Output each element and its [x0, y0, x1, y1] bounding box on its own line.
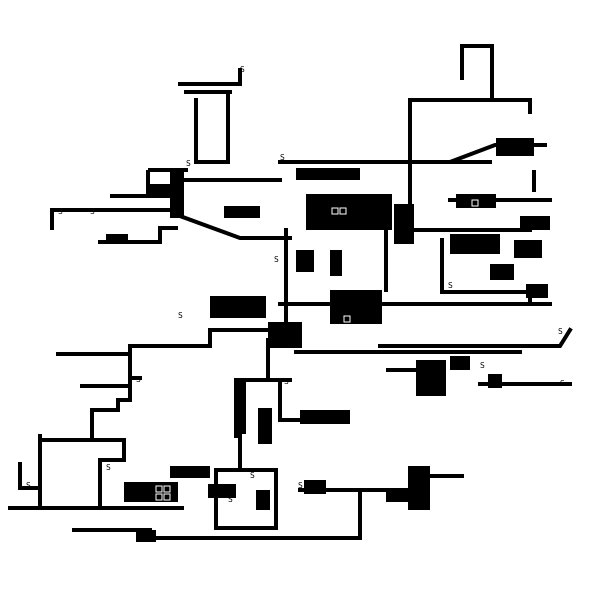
map-label: S [478, 193, 483, 202]
room [304, 480, 326, 494]
corridor [56, 328, 272, 356]
room [526, 284, 548, 298]
map-label: S [240, 65, 245, 74]
room [106, 234, 128, 244]
corridor [18, 462, 38, 490]
room [300, 410, 350, 424]
map-label: S [58, 207, 63, 216]
map-label: S [284, 377, 289, 386]
map-label: S [298, 481, 303, 490]
room-markers [155, 199, 479, 501]
corridor [214, 468, 278, 530]
map-label: S [250, 471, 255, 480]
marker [339, 207, 347, 215]
map-label: S [448, 281, 453, 290]
map-label: S [368, 223, 373, 232]
room [210, 296, 266, 318]
corridor [408, 98, 532, 114]
room [170, 466, 210, 478]
corridor [460, 44, 494, 102]
room [234, 378, 246, 434]
map-label: S [178, 311, 183, 320]
room [456, 194, 496, 208]
room [514, 240, 542, 258]
map-label: S [480, 361, 485, 370]
map-labels: S S S S S S S S S S S S S S S S S S S S [26, 65, 565, 504]
room [224, 206, 260, 218]
corridor [90, 352, 132, 442]
room [256, 490, 270, 510]
marker [343, 315, 351, 323]
room [306, 194, 392, 230]
room-blocks [106, 138, 550, 542]
corridor [194, 94, 230, 164]
room [520, 216, 550, 230]
map-label: S [274, 255, 279, 264]
room [208, 484, 236, 498]
room [450, 356, 470, 370]
map-label: S [90, 207, 95, 216]
marker [471, 199, 479, 207]
corridor [378, 327, 573, 348]
room [330, 290, 382, 324]
map-label: S [280, 153, 285, 162]
room [416, 360, 446, 396]
room [330, 250, 342, 276]
room [408, 466, 430, 510]
room [170, 168, 184, 218]
map-label: S [26, 481, 31, 490]
marker [163, 485, 171, 493]
map-label: S [186, 159, 191, 168]
marker [331, 207, 339, 215]
room [488, 374, 502, 388]
marker [155, 485, 163, 493]
room [490, 264, 514, 280]
room [394, 204, 414, 244]
room [450, 234, 500, 254]
map-label: S [136, 375, 141, 384]
room [150, 184, 170, 196]
room [496, 138, 534, 156]
map-label: S [228, 495, 233, 504]
marker [163, 493, 171, 501]
room [296, 250, 314, 272]
corridor [177, 213, 292, 240]
room [386, 488, 408, 502]
map-label: S [558, 327, 563, 336]
corridor [178, 68, 242, 86]
room [268, 322, 302, 348]
room [296, 168, 360, 180]
corridor [98, 226, 178, 244]
map-label: S [560, 379, 565, 388]
marker [155, 493, 163, 501]
room [258, 408, 272, 444]
room [136, 530, 156, 542]
map-label: S [106, 463, 111, 472]
